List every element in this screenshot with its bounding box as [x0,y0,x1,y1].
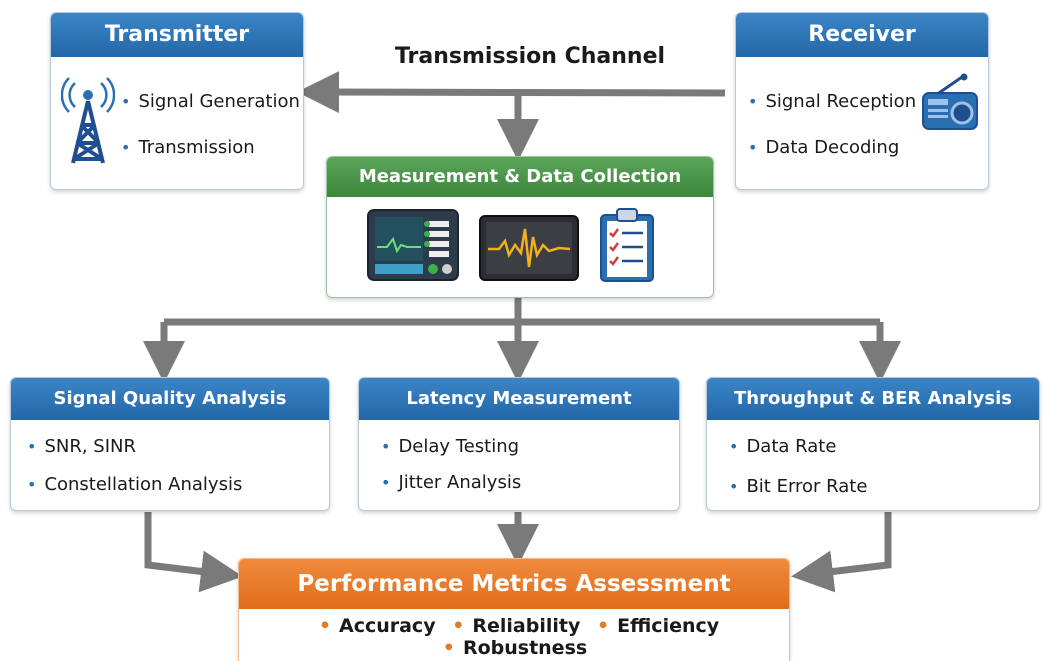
assessment-card: Performance Metrics Assessment •Accuracy… [238,558,790,661]
receiver-title: Receiver [736,13,988,57]
signal-quality-list: •SNR, SINR •Constellation Analysis [27,436,242,495]
oscilloscope-icon [479,215,579,281]
metric-item: Robustness [462,637,588,659]
right-to-assessment-arrow [791,512,892,593]
list-item: •Bit Error Rate [729,476,868,497]
list-item: •Signal Reception [748,91,917,112]
transmitter-card: Transmitter •Signal Generation •Transmis… [50,12,304,190]
spectrum-analyzer-icon [367,209,459,281]
list-item: •Signal Generation [121,91,300,112]
signal-quality-title: Signal Quality Analysis [11,378,329,420]
signal-quality-card: Signal Quality Analysis •SNR, SINR •Cons… [10,377,330,511]
checklist-clipboard-icon [600,208,654,282]
latency-card: Latency Measurement •Delay Testing •Jitt… [358,377,680,511]
radio-receiver-icon [922,73,978,130]
metric-item: Accuracy [338,615,436,637]
transmitter-list: •Signal Generation •Transmission [121,91,300,158]
list-item: •SNR, SINR [27,436,136,457]
left-to-assessment-arrow [144,512,243,593]
latency-list: •Delay Testing •Jitter Analysis [381,436,521,493]
list-item: •Jitter Analysis [381,472,522,493]
metric-item: Efficiency [617,615,720,637]
measurement-card: Measurement & Data Collection [326,156,714,298]
radio-tower-icon [61,77,115,164]
channel-arrow [297,71,726,114]
list-item: •Data Rate [729,436,837,457]
channel-title: Transmission Channel [394,44,666,69]
assessment-title: Performance Metrics Assessment [239,559,789,609]
receiver-card: Receiver •Signal Reception •Data Decodin… [735,12,989,190]
receiver-list: •Signal Reception •Data Decoding [748,91,916,158]
list-item: •Data Decoding [748,137,900,158]
latency-title: Latency Measurement [359,378,679,420]
metric-item: Reliability [472,615,581,637]
transmitter-title: Transmitter [51,13,303,57]
throughput-list: •Data Rate •Bit Error Rate [729,436,867,497]
throughput-card: Throughput & BER Analysis •Data Rate •Bi… [706,377,1040,511]
measurement-title: Measurement & Data Collection [327,157,713,197]
list-item: •Delay Testing [381,436,520,457]
list-item: •Constellation Analysis [27,474,243,495]
list-item: •Transmission [121,137,255,158]
metrics-row: •Accuracy •Reliability •Efficiency •Robu… [318,615,720,659]
throughput-title: Throughput & BER Analysis [707,378,1039,420]
